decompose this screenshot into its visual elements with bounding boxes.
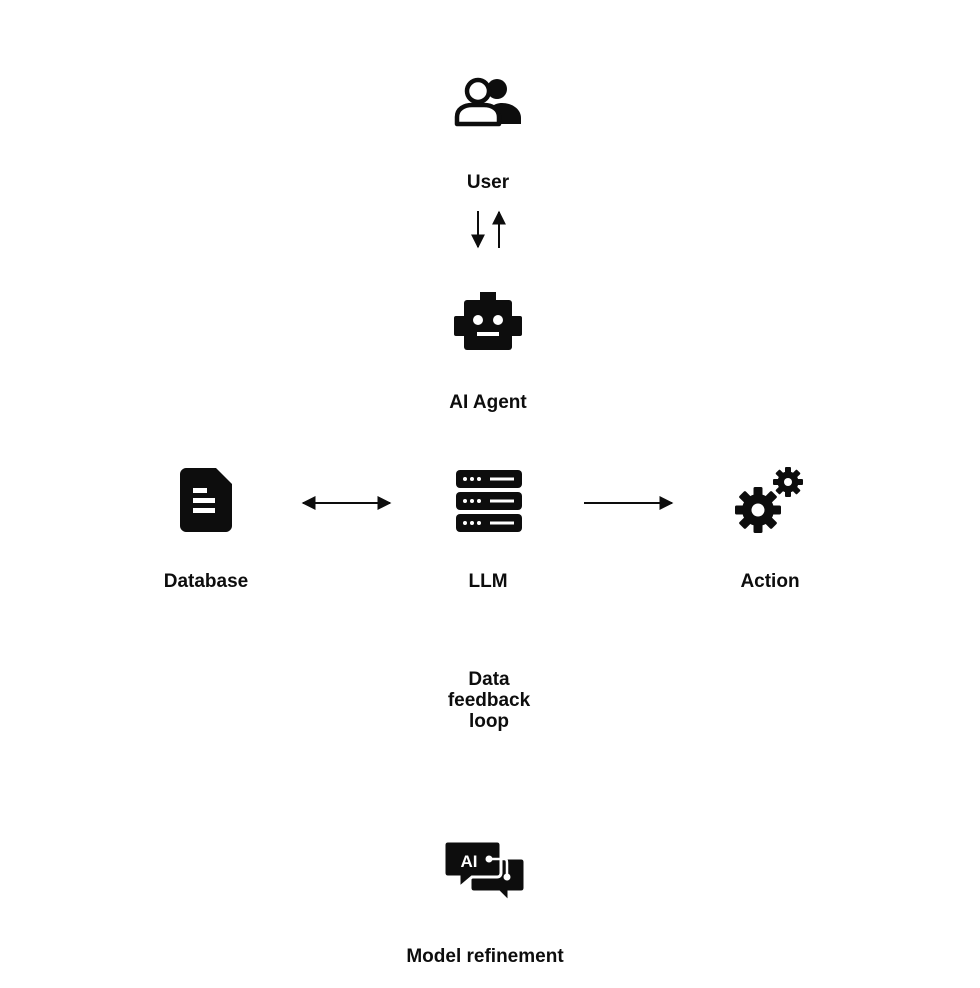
users-icon — [454, 77, 521, 127]
user-label: User — [466, 172, 510, 193]
llm-label: LLM — [468, 571, 508, 592]
feedback-loop-label: Data feedback loop — [447, 669, 531, 732]
svg-text:AI: AI — [461, 852, 478, 871]
action-label: Action — [740, 571, 800, 592]
robot-icon — [454, 292, 522, 350]
ai-agent-label: AI Agent — [449, 392, 527, 413]
gears-icon — [735, 467, 803, 533]
document-icon — [180, 468, 232, 532]
model-refinement-label: Model refinement — [406, 946, 564, 967]
server-stack-icon — [456, 470, 522, 532]
database-label: Database — [163, 571, 249, 592]
ai-chat-icon: AI — [444, 840, 526, 906]
